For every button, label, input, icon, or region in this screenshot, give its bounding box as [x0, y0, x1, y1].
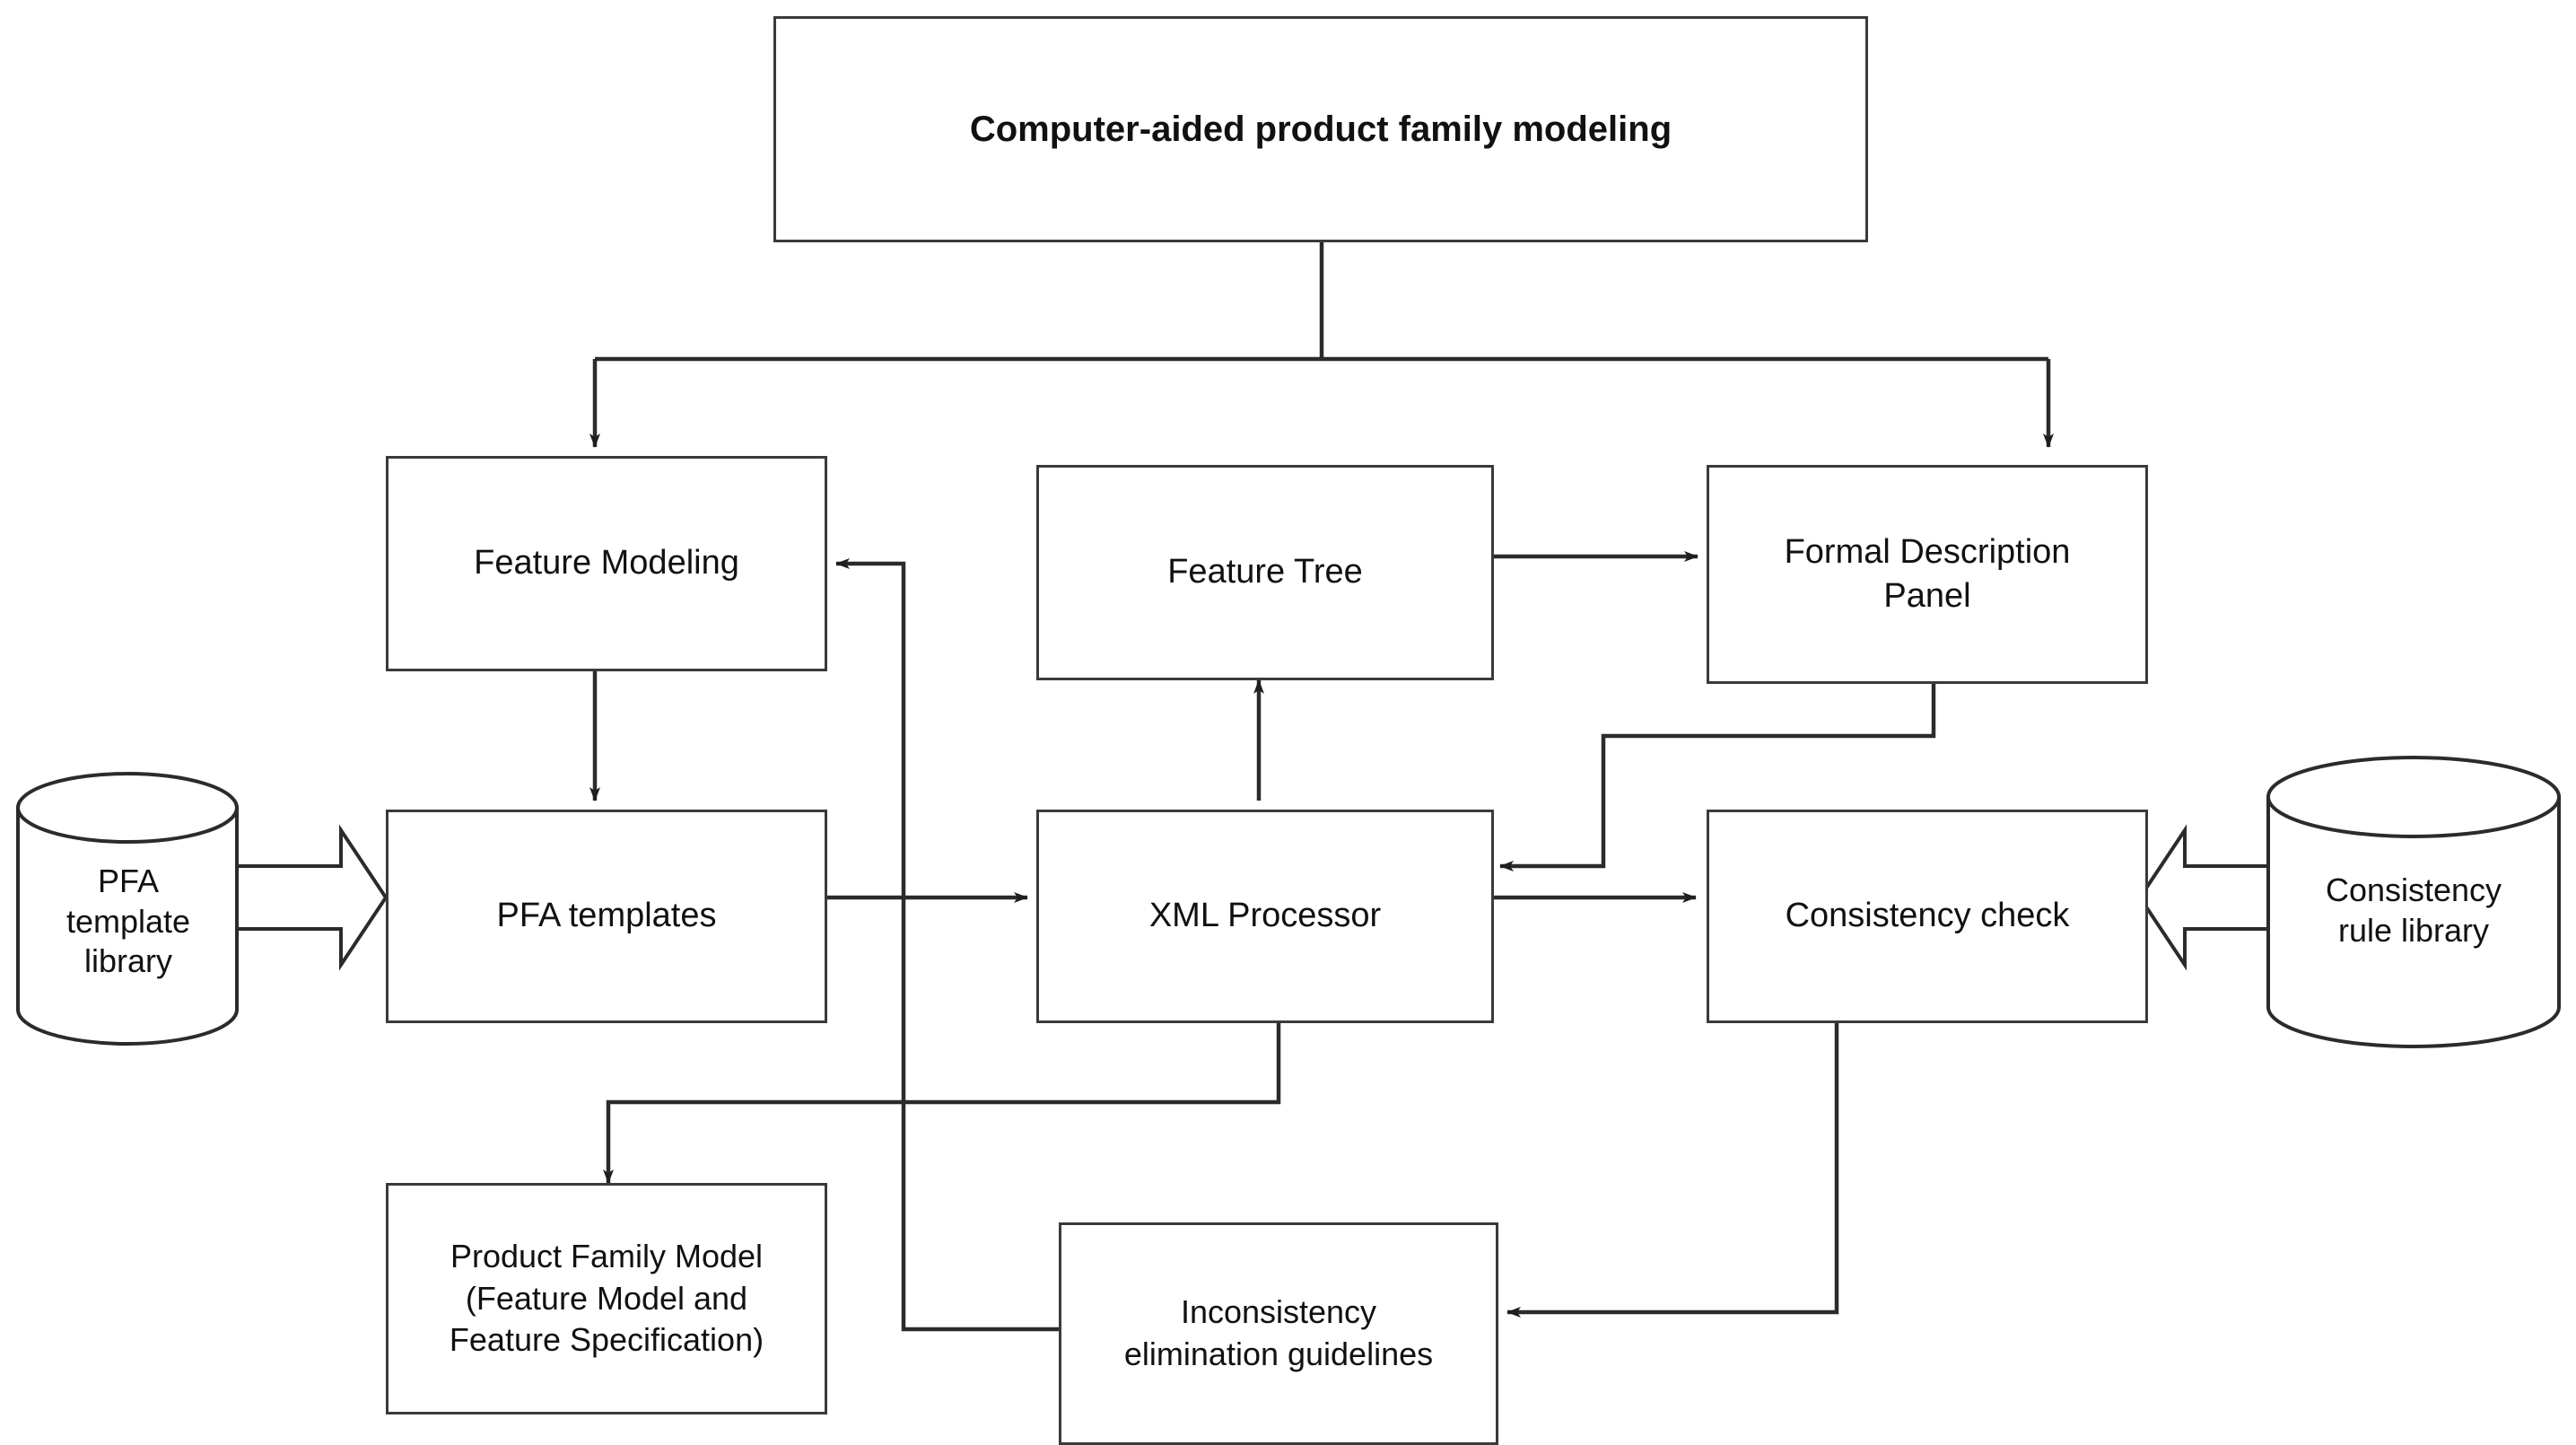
node-title-box[interactable]: Computer-aided product family modeling — [773, 16, 1868, 242]
wire-inconsistency-guidelines-to-feature-modeling — [835, 558, 1059, 1332]
block-arrow-pfa-template-library-to-pfa-templates — [234, 824, 389, 971]
node-feature-modeling-label: Feature Modeling — [474, 544, 739, 582]
cylinder-pfa-template-library — [16, 772, 239, 1046]
node-xml-processor-label: XML Processor — [1148, 897, 1382, 935]
node-product-family-model[interactable]: Product Family Model (Feature Model and … — [386, 1183, 827, 1414]
block-arrow-consistency-rule-library-to-consistency-check — [2137, 824, 2270, 971]
node-pfa-templates[interactable]: PFA templates — [386, 810, 827, 1023]
datastore-pfa-template-library-label: PFA template library — [65, 863, 191, 980]
node-feature-tree[interactable]: Feature Tree — [1036, 465, 1494, 680]
wire-xml-processor-to-product-family-model — [603, 1023, 1281, 1184]
node-feature-modeling[interactable]: Feature Modeling — [386, 456, 827, 671]
datastore-consistency-rule-library-label: Consistency rule library — [2325, 871, 2502, 949]
datastore-pfa-template-library[interactable]: PFA template library — [18, 862, 239, 1023]
node-inconsistency-guidelines[interactable]: Inconsistency elimination guidelines — [1059, 1222, 1498, 1445]
node-xml-processor[interactable]: XML Processor — [1036, 810, 1494, 1023]
node-product-family-model-label: Product Family Model (Feature Model and … — [449, 1237, 764, 1359]
wire-formal-description-to-xml-processor — [1499, 684, 1936, 871]
node-formal-description-panel[interactable]: Formal Description Panel — [1707, 465, 2148, 684]
cylinder-consistency-rule-library — [2266, 756, 2561, 1048]
wire-consistency-check-to-inconsistency-guidelines — [1506, 1023, 1839, 1318]
node-consistency-check[interactable]: Consistency check — [1707, 810, 2148, 1023]
node-pfa-templates-label: PFA templates — [496, 897, 717, 935]
node-feature-tree-label: Feature Tree — [1167, 553, 1363, 591]
node-inconsistency-guidelines-label: Inconsistency elimination guidelines — [1123, 1293, 1434, 1372]
datastore-consistency-rule-library[interactable]: Consistency rule library — [2268, 871, 2559, 987]
node-title-label: Computer-aided product family modeling — [969, 109, 1672, 149]
node-formal-description-panel-label: Formal Description Panel — [1784, 532, 2071, 615]
node-consistency-check-label: Consistency check — [1785, 897, 2070, 935]
